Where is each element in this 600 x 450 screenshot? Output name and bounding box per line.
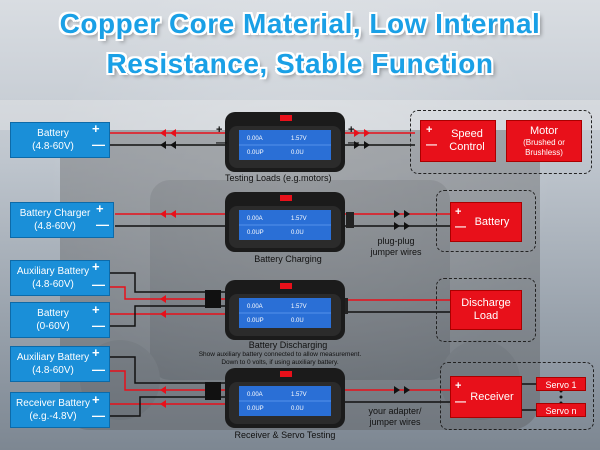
- box-name: Auxiliary Battery: [16, 352, 90, 363]
- battery-box-2: Battery (0-60V): [10, 302, 110, 338]
- meter-amps: 0.00A: [247, 136, 263, 142]
- meter-charge: 0.0U: [291, 230, 304, 236]
- box-range: (4.8-60V): [32, 141, 74, 152]
- motor-sub-label: (Brushed or Brushless): [523, 137, 565, 157]
- load-group-frame: [410, 110, 592, 174]
- power-meter-3: 0.00A 1.57V 0.0UP 0.0U: [225, 280, 345, 340]
- jumper-wires-label: jumper wires: [370, 247, 422, 257]
- motor-box: Motor (Brushed or Brushless): [506, 120, 582, 162]
- plus-sign: +: [92, 345, 100, 360]
- title-line-2: Resistance, Stable Function: [106, 48, 494, 79]
- jumper-wires-label-2: jumper wires: [369, 417, 421, 427]
- box-name: Battery: [37, 308, 69, 319]
- speed-label: Speed: [451, 128, 483, 140]
- minus-sign: —: [426, 139, 437, 151]
- box-range: (e.g.-4.8V): [29, 411, 77, 422]
- load-label: Load: [473, 310, 499, 322]
- receiver-label: Receiver: [470, 390, 514, 403]
- plus-sign: +: [216, 124, 223, 136]
- minus-sign: —: [348, 137, 359, 149]
- caption-battery-charging: Battery Charging: [254, 254, 322, 264]
- servo-n-box: Servo n: [536, 403, 586, 417]
- meter-charge: 0.0U: [291, 150, 304, 156]
- plug-plug-label: plug-plug: [377, 236, 415, 246]
- discharge-label: Discharge: [461, 297, 511, 309]
- battery-box-1: Battery (4.8-60V): [10, 122, 110, 158]
- meter-volts: 1.57V: [291, 216, 307, 222]
- plus-sign: +: [92, 302, 100, 317]
- your-adapter-label: your adapter/: [368, 406, 422, 416]
- power-meter-2: 0.00A 1.57V 0.0UP 0.0U: [225, 192, 345, 252]
- discharge-group-frame: [436, 278, 536, 342]
- meter-amps: 0.00A: [247, 392, 263, 398]
- meter-volts: 1.57V: [291, 136, 307, 142]
- plus-sign: +: [455, 380, 462, 392]
- plus-sign: +: [92, 121, 100, 136]
- minus-sign: —: [96, 217, 109, 232]
- receiver-battery-box: Receiver Battery (e.g.-4.8V): [10, 392, 110, 428]
- meter-power: 0.0UP: [247, 230, 264, 236]
- motor-label: Motor: [529, 124, 559, 137]
- box-name: Receiver Battery: [16, 398, 90, 409]
- meter-charge: 0.0U: [291, 318, 304, 324]
- caption-receiver-testing: Receiver & Servo Testing: [234, 430, 336, 440]
- plus-sign: +: [348, 124, 355, 136]
- meter-volts: 1.57V: [291, 392, 307, 398]
- minus-sign: —: [216, 137, 227, 149]
- meter-power: 0.0UP: [247, 318, 264, 324]
- discharge-note-1: Show auxiliary battery connected to allo…: [198, 351, 362, 358]
- power-meter-1: 0.00A 1.57V 0.0UP 0.0U: [225, 112, 345, 172]
- minus-sign: —: [455, 396, 466, 408]
- title-line-1: Copper Core Material, Low Internal: [59, 8, 541, 39]
- caption-battery-discharging: Battery Discharging: [248, 340, 328, 350]
- minus-sign: —: [92, 408, 105, 423]
- plus-sign: +: [92, 392, 100, 407]
- servo-1-box: Servo 1: [536, 377, 586, 391]
- plus-sign: +: [92, 259, 100, 274]
- speed-control-box: Speed Control: [420, 120, 496, 162]
- battery-label: Battery: [474, 215, 510, 228]
- control-label: Control: [449, 141, 485, 153]
- caption-testing-loads: Testing Loads (e.g.motors): [225, 173, 332, 183]
- plus-sign: +: [96, 201, 104, 216]
- box-name: Auxiliary Battery: [16, 266, 90, 277]
- discharge-note-2: Down to 0 volts, if using auxiliary batt…: [221, 359, 339, 366]
- box-range: (4.8-60V): [34, 221, 76, 232]
- meter-volts: 1.57V: [291, 304, 307, 310]
- box-range: (4.8-60V): [32, 279, 74, 290]
- battery-charger-box: Battery Charger (4.8-60V): [10, 202, 114, 238]
- plus-sign: +: [455, 206, 462, 218]
- box-range: (4.8-60V): [32, 365, 74, 376]
- minus-sign: —: [92, 362, 105, 377]
- box-range: (0-60V): [36, 321, 70, 332]
- meter-amps: 0.00A: [247, 216, 263, 222]
- battery-group-frame: [436, 190, 536, 252]
- auxiliary-battery-box-1: Auxiliary Battery (4.8-60V): [10, 260, 110, 296]
- plus-sign: +: [426, 124, 433, 136]
- minus-sign: —: [92, 137, 105, 152]
- box-name: Battery: [37, 128, 69, 139]
- meter-amps: 0.00A: [247, 304, 263, 310]
- meter-charge: 0.0U: [291, 406, 304, 412]
- minus-sign: —: [455, 221, 466, 233]
- auxiliary-battery-box-2: Auxiliary Battery (4.8-60V): [10, 346, 110, 382]
- minus-sign: —: [92, 277, 105, 292]
- box-name: Battery Charger: [19, 208, 91, 219]
- meter-power: 0.0UP: [247, 406, 264, 412]
- receiver-box: Receiver: [450, 376, 522, 418]
- power-meter-4: 0.00A 1.57V 0.0UP 0.0U: [225, 368, 345, 428]
- meter-power: 0.0UP: [247, 150, 264, 156]
- minus-sign: —: [92, 318, 105, 333]
- battery-box-right: Battery: [450, 202, 522, 242]
- discharge-load-box: Discharge Load: [450, 290, 522, 330]
- receiver-group-frame: [440, 362, 594, 430]
